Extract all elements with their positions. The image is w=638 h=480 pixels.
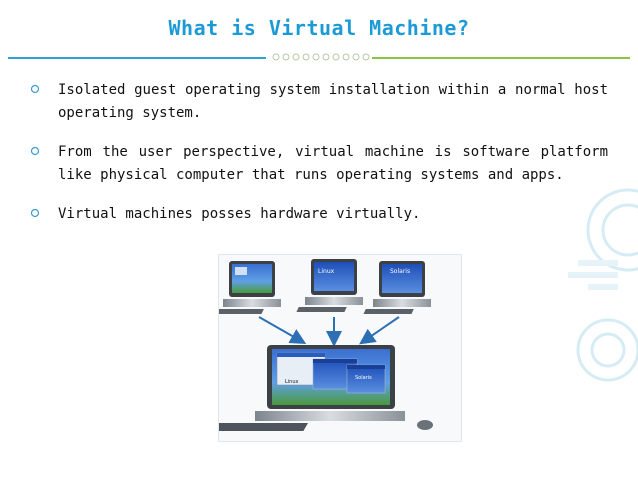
guest-computer-windows	[213, 261, 281, 314]
bullet-circle-icon	[30, 146, 40, 156]
bullet-text: Isolated guest operating system installa…	[58, 82, 608, 121]
bullet-list: Isolated guest operating system installa…	[30, 79, 608, 242]
title-rule-left	[8, 57, 266, 59]
background-decoration	[568, 188, 638, 382]
guest-computer-linux: Linux	[296, 259, 363, 312]
bullet-circle-icon	[30, 208, 40, 218]
title-rule-dots	[272, 53, 370, 61]
guest-computer-solaris: Solaris	[363, 261, 431, 314]
guest-solaris-label: Solaris	[390, 268, 410, 275]
title-rule-right	[372, 57, 630, 59]
host-solaris-label: Solaris	[355, 375, 372, 381]
virtual-machine-illustration: Linux Solaris	[187, 254, 462, 442]
vm-diagram: Linux Solaris	[187, 259, 433, 431]
bullet-text: From the user perspective, virtual machi…	[58, 144, 608, 183]
bullet-text: Virtual machines posses hardware virtual…	[58, 206, 421, 222]
slide-title: What is Virtual Machine?	[168, 16, 470, 40]
host-computer: Linux Solaris	[187, 345, 433, 431]
host-linux-label: Linux	[285, 379, 299, 385]
guest-linux-label: Linux	[318, 268, 335, 275]
arrows	[258, 316, 400, 347]
bullet-item: Isolated guest operating system installa…	[30, 79, 608, 125]
bullet-item: From the user perspective, virtual machi…	[30, 141, 608, 187]
bullet-item: Virtual machines posses hardware virtual…	[30, 203, 608, 226]
bullet-circle-icon	[30, 84, 40, 94]
